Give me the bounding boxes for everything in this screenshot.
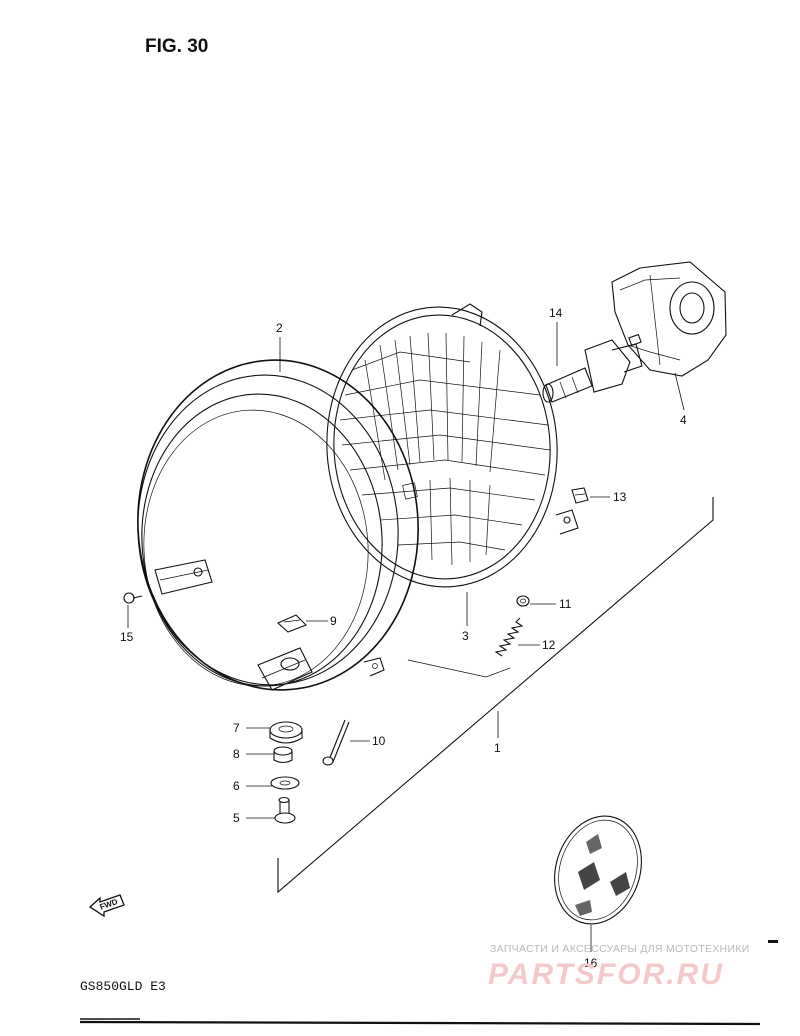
nut [516,595,530,607]
callout-16: 16 [584,956,598,970]
watermark-tagline: ЗАПЧАСТИ И АКСЕССУАРЫ ДЛЯ МОТОТЕХНИКИ [490,943,750,955]
callout-12: 12 [542,638,556,652]
rim-clip [277,614,307,633]
socket-cover [611,261,727,377]
corner-mark [768,940,778,943]
callout-13: 13 [613,490,627,504]
callout-14: 14 [549,306,563,320]
watermark-brand: PARTSFOR.RU [488,958,724,991]
callout-1: 1 [494,741,501,755]
callout-4: 4 [680,413,687,427]
callout-7: 7 [233,721,240,735]
watermark: ЗАПЧАСТИ И АКСЕССУАРЫ ДЛЯ МОТОТЕХНИКИ PA… [488,943,750,991]
long-screw [322,719,350,766]
callout-11: 11 [559,597,572,611]
washer [270,776,300,790]
headlight-lens-unit [326,303,579,588]
adjusting-spring [494,617,524,657]
callout-3: 3 [462,629,469,643]
bottom-rule [79,1020,761,1026]
callout-15: 15 [120,630,134,644]
rubber-cushion [269,721,303,744]
callout-6: 6 [233,779,240,793]
model-code: GS850GLD E3 [80,979,166,994]
callout-9: 9 [330,614,337,628]
collar [273,746,293,764]
halogen-bulb [542,333,643,403]
clip-nut [571,487,589,504]
lens-cover [554,815,642,925]
headlight-rim [137,359,419,691]
callout-10: 10 [372,734,386,748]
callout-2: 2 [276,321,283,335]
figure-title: FIG. 30 [145,36,208,57]
callout-8: 8 [233,747,240,761]
callout-labels: 1 2 3 4 5 6 7 8 9 10 11 12 13 14 15 16 [120,306,687,970]
bolt [274,796,296,824]
screw [123,592,143,604]
leader-lines [127,322,685,952]
forward-arrow-icon: FWD [88,894,125,918]
assembly-bracket [277,497,714,894]
callout-5: 5 [233,811,240,825]
